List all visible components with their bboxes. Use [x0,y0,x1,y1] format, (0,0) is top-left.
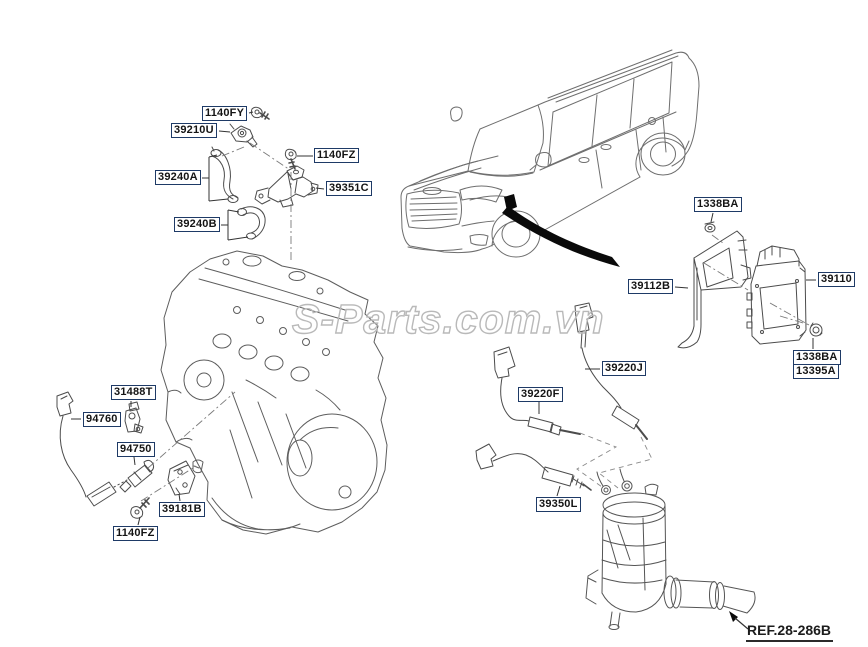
sensor-illustrations [56,302,648,519]
part-label-1338ba-top[interactable]: 1338BA [694,197,742,212]
part-label-39351c[interactable]: 39351C [326,181,372,196]
reference-note[interactable]: REF.28-286B [746,621,834,642]
part-label-39181b[interactable]: 39181B [159,502,205,517]
engine-illustration [160,250,388,535]
part-label-39220f[interactable]: 39220F [518,387,563,402]
part-label-1140fz-top[interactable]: 1140FZ [314,148,359,163]
part-label-39240a[interactable]: 39240A [155,170,201,185]
part-label-1140fz-bottom[interactable]: 1140FZ [113,526,158,541]
ecu-and-bracket [677,221,823,349]
alignment-dashes [576,432,653,489]
centerlines-dash-dot [140,142,811,502]
part-label-94750[interactable]: 94750 [117,442,155,457]
leader-lines [71,111,816,526]
part-label-39220j[interactable]: 39220J [602,361,646,376]
map-sensor-and-brackets [210,106,319,240]
part-label-1338ba-bottom[interactable]: 1338BA [793,350,841,365]
part-label-31488t[interactable]: 31488T [111,385,156,400]
part-label-94760[interactable]: 94760 [83,412,121,427]
vehicle-illustration [400,49,700,258]
part-label-39240b[interactable]: 39240B [174,217,220,232]
part-label-13395a[interactable]: 13395A [793,364,839,379]
ref-callout-arrow [729,611,749,630]
part-label-39210u[interactable]: 39210U [171,123,217,138]
part-label-39110[interactable]: 39110 [818,272,855,287]
catalytic-converter-illustration [585,468,756,630]
location-arrow [502,194,620,267]
part-label-1140fy[interactable]: 1140FY [202,106,248,121]
part-label-39350l[interactable]: 39350L [536,497,581,512]
part-label-39112b[interactable]: 39112B [628,279,674,294]
